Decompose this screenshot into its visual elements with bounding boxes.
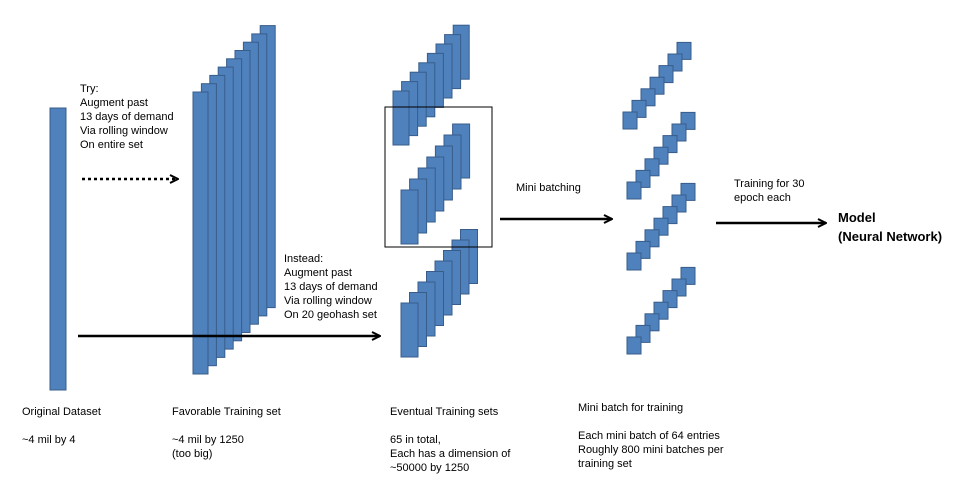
mini-batch-title: Mini batch for training: [578, 402, 684, 414]
eventual-training-stacks: [392, 24, 478, 358]
original-dataset-title: Original Dataset: [22, 406, 101, 418]
training-note: Training for 30 epoch each: [734, 178, 805, 204]
mini-batch-square: [626, 252, 642, 271]
eventual-sheet: [400, 302, 419, 358]
original-dataset-block: [49, 107, 67, 391]
model-title: Model (Neural Network): [838, 210, 943, 244]
mini-batch-stacks: [622, 41, 696, 355]
mini-batching-label: Mini batching: [516, 182, 581, 194]
instead-note: Instead: Augment past 13 days of demand …: [284, 253, 378, 321]
eventual-sets-size: 65 in total, Each has a dimension of ~50…: [390, 434, 511, 474]
favorable-training-stack: [192, 25, 276, 375]
mini-batch-size: Each mini batch of 64 entries Roughly 80…: [578, 430, 724, 470]
favorable-set-title: Favorable Training set: [172, 406, 281, 418]
highlight-box: [384, 106, 493, 248]
favorable-sheet: [192, 91, 209, 375]
eventual-sheet: [392, 90, 410, 146]
try-note: Try: Augment past 13 days of demand Via …: [80, 83, 174, 151]
eventual-sheet: [400, 189, 419, 245]
mini-batch-square: [626, 336, 642, 355]
mini-batch-square: [622, 111, 638, 130]
original-dataset-size: ~4 mil by 4: [22, 434, 76, 446]
favorable-set-size: ~4 mil by 1250 (too big): [172, 434, 244, 460]
eventual-sets-title: Eventual Training sets: [390, 406, 499, 418]
mini-batch-square: [626, 181, 642, 200]
original-dataset-bar: [49, 107, 67, 391]
